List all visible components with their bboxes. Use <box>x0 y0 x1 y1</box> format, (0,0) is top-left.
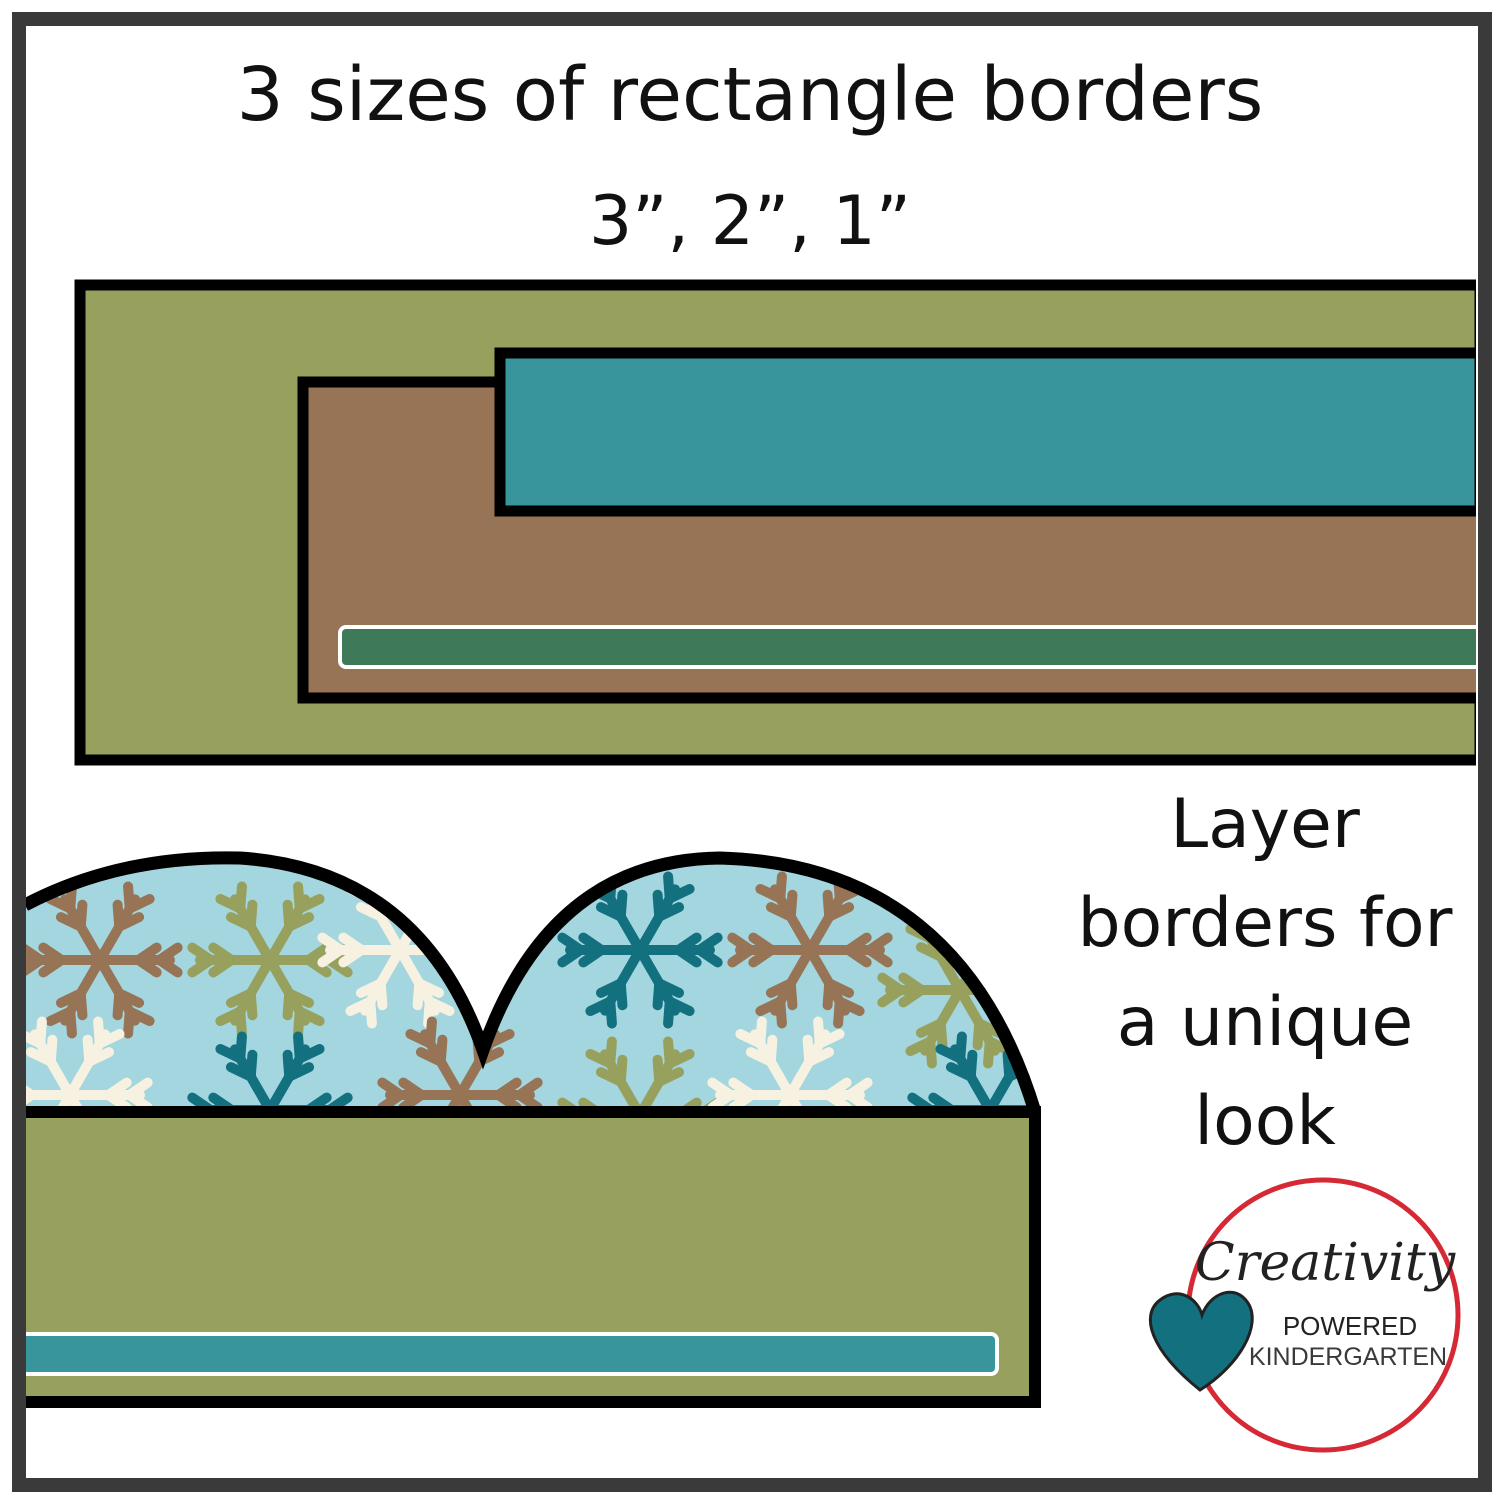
caption: Layer borders for a unique look <box>1060 775 1470 1171</box>
snowflake-icon <box>25 1016 153 1112</box>
logo-powered: POWERED <box>1283 1311 1417 1341</box>
brand-logo: Creativity POWERED KINDERGARTEN <box>1140 1175 1470 1475</box>
snowflake-icon <box>707 1016 873 1112</box>
sizes-subtitle: 3”, 2”, 1” <box>589 182 911 261</box>
border-1in <box>494 347 1486 517</box>
snowflake-icon <box>557 871 723 1029</box>
title: 3 sizes of rectangle borders <box>236 52 1264 138</box>
caption-line: Layer <box>1170 785 1360 864</box>
snowflake-icon <box>187 881 353 1039</box>
logo-creativity: Creativity <box>1195 1233 1456 1293</box>
logo-kindergarten: KINDERGARTEN <box>1249 1343 1447 1371</box>
image-frame <box>12 12 1492 1492</box>
caption-line: borders for <box>1077 884 1453 963</box>
caption-line: look <box>1194 1082 1336 1161</box>
heart-icon <box>1148 1290 1254 1392</box>
scallop-outline <box>21 851 1042 1114</box>
caption-line: a unique <box>1116 983 1414 1062</box>
